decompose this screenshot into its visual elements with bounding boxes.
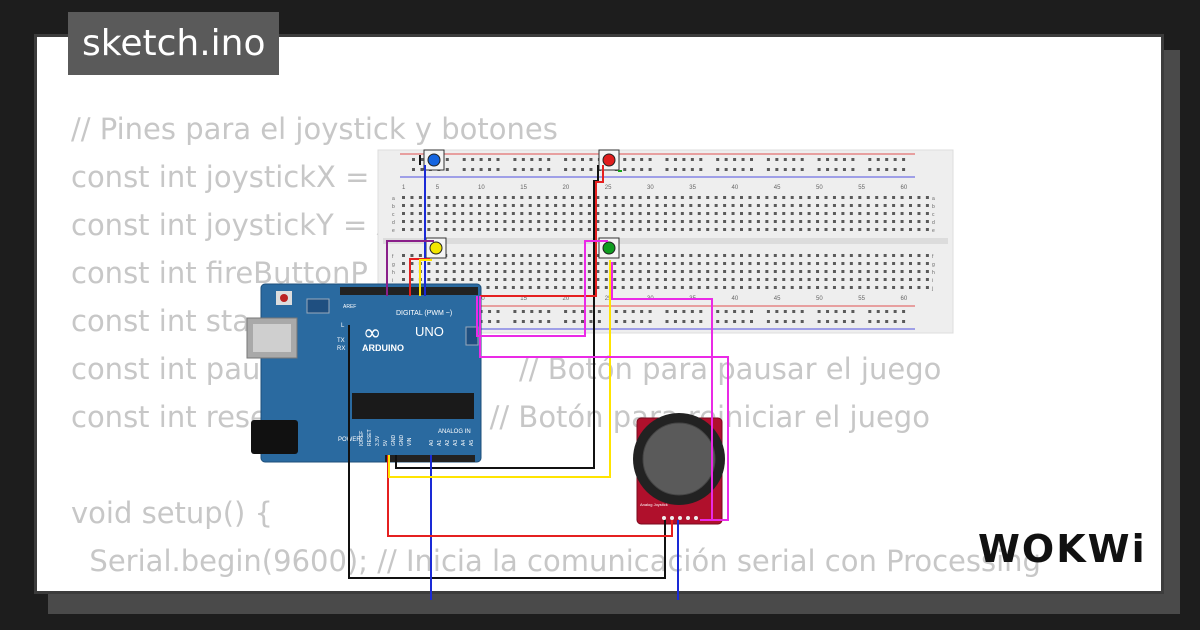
row-letter: f: [932, 254, 934, 260]
row-letters: aabbccddeeffgghhiijj: [391, 196, 935, 292]
column-number: 25: [605, 296, 612, 302]
analog-pin-label: A5: [469, 440, 475, 446]
row-letter: d: [392, 220, 395, 226]
column-number: 55: [858, 185, 865, 191]
analog-pin-label: A1: [437, 440, 443, 446]
row-letter: c: [932, 212, 935, 218]
analog-joystick[interactable]: Analog Joystick: [633, 413, 725, 525]
column-number: 20: [563, 185, 570, 191]
code-line: // Pines para el joystick y botones: [71, 112, 558, 146]
analog-pin-label: A2: [445, 440, 451, 446]
column-number: 35: [689, 185, 696, 191]
code-line: const int sta: [71, 304, 251, 338]
column-number: 40: [732, 185, 739, 191]
row-letter: d: [932, 220, 935, 226]
arduino-brand: ARDUINO: [362, 343, 404, 353]
row-letter: b: [932, 204, 935, 210]
row-letter: i: [932, 278, 933, 284]
column-number: 60: [901, 185, 908, 191]
l-led-label: L: [341, 323, 345, 329]
column-number: 25: [605, 185, 612, 191]
row-letter: e: [932, 228, 935, 234]
power-pin-label: GND: [399, 435, 405, 447]
analog-pin-label: A3: [453, 440, 459, 446]
column-number: 50: [816, 296, 823, 302]
column-number: 1: [402, 185, 406, 191]
column-number: 15: [520, 296, 527, 302]
power-pin-label: IOREF: [359, 431, 365, 446]
row-letter: b: [392, 204, 395, 210]
row-letter: c: [392, 212, 395, 218]
column-number: 30: [647, 185, 654, 191]
column-number: 10: [478, 296, 485, 302]
wire-yellow-btn: [419, 259, 432, 296]
wires: [348, 155, 729, 600]
row-letter: e: [392, 228, 395, 234]
file-name: sketch.ino: [82, 23, 266, 64]
column-number: 50: [816, 185, 823, 191]
row-letter: a: [392, 196, 395, 202]
column-number: 60: [901, 296, 908, 302]
green-button[interactable]: [598, 237, 620, 259]
power-pin-label: VIN: [407, 437, 413, 446]
code-line: const int joystickY = A: [71, 208, 397, 242]
row-letter: f: [392, 254, 394, 260]
arduino-infinity-logo: ∞: [363, 321, 381, 346]
tx-label: TX: [337, 338, 345, 344]
column-number: 5: [436, 185, 440, 191]
file-tab[interactable]: sketch.ino: [68, 12, 280, 75]
row-letter: j: [931, 286, 933, 292]
blue-button[interactable]: [423, 149, 445, 171]
row-letter: g: [392, 262, 395, 268]
aref-label: AREF: [343, 304, 356, 310]
wire-red-button: [480, 165, 604, 297]
column-number: 20: [563, 296, 570, 302]
power-pin-label: 3.3V: [375, 435, 381, 446]
wire-red-5v: [387, 455, 673, 537]
row-letter: g: [932, 262, 935, 268]
on-label: ON: [491, 336, 502, 343]
digital-label: DIGITAL (PWM ~): [396, 310, 452, 317]
yellow-button[interactable]: [425, 237, 447, 259]
row-letter: i: [392, 278, 393, 284]
column-number: 40: [732, 296, 739, 302]
analog-pin-label: A4: [461, 440, 467, 446]
analog-label: ANALOG IN: [438, 429, 471, 435]
arduino-model: UNO: [415, 324, 444, 339]
wire-magenta-3: [611, 262, 713, 520]
row-letter: h: [932, 270, 935, 276]
column-number: 15: [520, 185, 527, 191]
wire-magenta-2: [479, 296, 729, 521]
rx-label: RX: [337, 346, 345, 352]
analog-pin-label: A0: [429, 440, 435, 446]
wire-magenta-1: [476, 240, 608, 337]
wire-yellow: [388, 260, 611, 478]
row-letter: a: [932, 196, 935, 202]
row-letter: h: [392, 270, 395, 276]
wire-black-gnd: [348, 325, 666, 579]
wokwi-logo: WOKWi: [978, 527, 1147, 571]
column-number: 10: [478, 185, 485, 191]
arduino-uno[interactable]: ∞ ARDUINO UNO DIGITAL (PWM ~) POWER ANAL…: [246, 283, 502, 463]
code-line: Serial.begin(9600); // Inicia la comunic…: [71, 544, 1041, 578]
power-pin-label: GND: [391, 435, 397, 447]
column-number: 45: [774, 296, 781, 302]
wire-purple: [386, 240, 434, 296]
column-number: 55: [858, 296, 865, 302]
power-pin-label: 5V: [383, 439, 389, 446]
wire-black-gnd-buttons: [395, 165, 599, 469]
code-line: void setup() {: [71, 496, 273, 530]
joystick-label: Analog Joystick: [640, 502, 668, 507]
breadboard-holes: [402, 158, 929, 323]
column-number: 45: [774, 185, 781, 191]
power-pin-label: RESET: [367, 429, 373, 446]
